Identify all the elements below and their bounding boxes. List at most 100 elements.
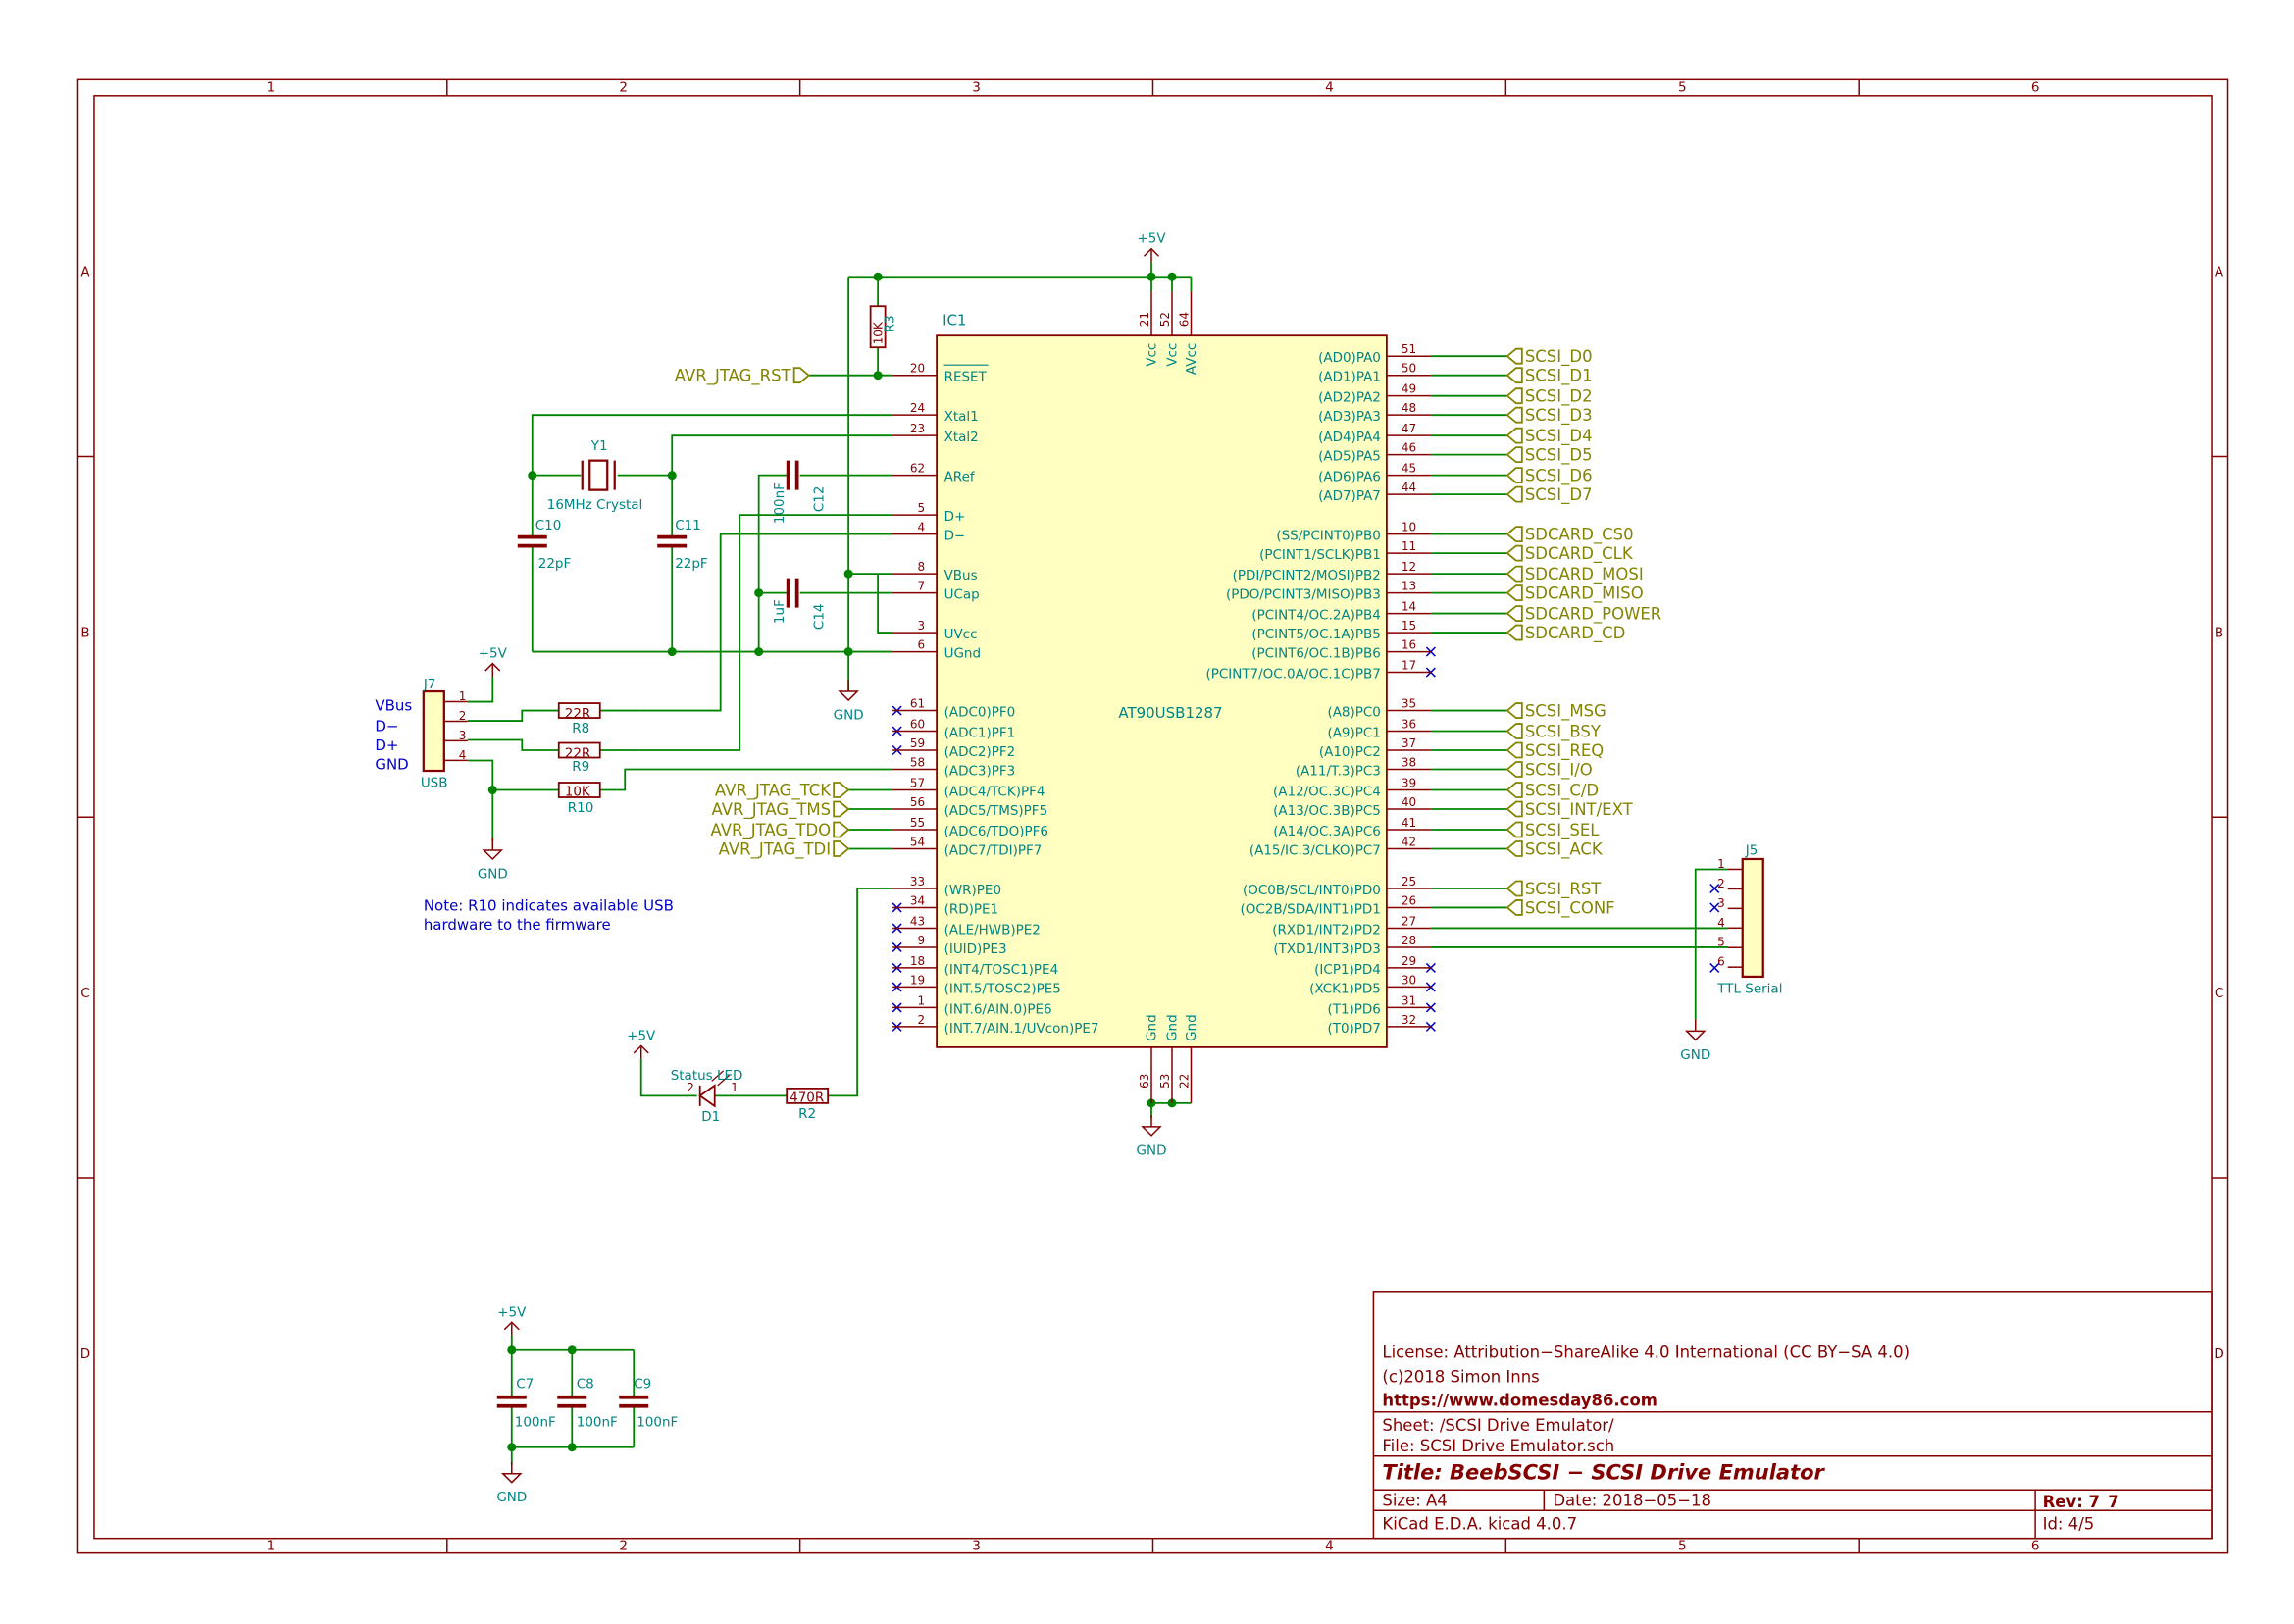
- frame-col-label: 6: [2031, 79, 2040, 95]
- gnd-label: GND: [496, 1490, 527, 1505]
- ic1-pin-number: 42: [1402, 835, 1416, 848]
- ic1-pin-number: 35: [1402, 697, 1416, 711]
- ic1-pin-number: 63: [1138, 1074, 1151, 1089]
- junction-dot: [843, 569, 853, 579]
- no-connect-marker: [1709, 902, 1720, 913]
- ic1-pin-number: 34: [910, 893, 925, 907]
- y1-value: 16MHz Crystal: [547, 497, 643, 513]
- frame-col-label: 3: [972, 1539, 981, 1554]
- global-label-flag: [1505, 624, 1523, 641]
- ic1-pin-number: 58: [910, 756, 925, 770]
- frame-col-label: 4: [1325, 79, 1334, 95]
- global-label-flag: [833, 840, 850, 857]
- j5-pin-number: 1: [1717, 857, 1725, 871]
- ic1-pin-name: RESET: [944, 370, 988, 385]
- global-label-flag: [1505, 406, 1523, 424]
- j7-body: [422, 689, 445, 773]
- c14-value: 1uF: [772, 599, 788, 624]
- ic1-pin-name: UVcc: [944, 627, 978, 642]
- global-label-flag: [1505, 821, 1523, 838]
- ic1-pin-number: 44: [1402, 481, 1416, 494]
- junction-dot: [528, 471, 537, 481]
- ic1-pin-number: 29: [1402, 954, 1416, 968]
- resistor-body: [869, 305, 887, 349]
- note-line-2: hardware to the firmware: [424, 916, 611, 934]
- ic1-pin-number: 9: [917, 934, 925, 947]
- ic1-pin-number: 51: [1402, 342, 1416, 356]
- global-label: SCSI_REQ: [1525, 741, 1604, 761]
- c11-ref: C11: [675, 518, 701, 533]
- frame-row-label: D: [80, 1346, 90, 1362]
- c8-ref: C8: [577, 1377, 594, 1393]
- ic1-pin-name: (AD4)PA4: [1318, 430, 1381, 445]
- global-label: SCSI_D6: [1525, 467, 1593, 486]
- ic1-pin-number: 61: [910, 697, 925, 711]
- ic1-pin-name: Vcc: [1144, 343, 1159, 367]
- ic1-pin-number: 5: [917, 501, 925, 515]
- ic1-pin-number: 28: [1402, 934, 1416, 947]
- gnd-symbol: [500, 1461, 523, 1484]
- c9-ref: C9: [634, 1377, 651, 1393]
- wire: [671, 434, 893, 476]
- junction-dot: [487, 786, 497, 795]
- ic1-pin-name: (INT.7/AIN.1/UVcon)PE7: [944, 1021, 1099, 1037]
- ic1-pin-name: D−: [944, 529, 966, 544]
- ic1-pin-name: (ADC6/TDO)PF6: [944, 824, 1048, 839]
- ic1-pin-name: UGnd: [944, 646, 981, 662]
- ic1-pin-number: 11: [1402, 539, 1416, 553]
- vcc-symbol: [1143, 247, 1160, 263]
- no-connect-marker: [1425, 962, 1436, 973]
- wire: [639, 533, 893, 712]
- r10-value: 10K: [565, 785, 591, 800]
- c11-value: 22pF: [675, 556, 707, 572]
- global-label: SCSI_D4: [1525, 427, 1593, 446]
- ic1-pin-name: (ADC1)PF1: [944, 726, 1016, 741]
- ic1-pin-name: Gnd: [1184, 1014, 1199, 1041]
- wire: [828, 888, 893, 1097]
- global-label-flag: [1505, 584, 1523, 601]
- ic1-pin-number: 32: [1402, 1013, 1416, 1027]
- r3-ref: R3: [883, 315, 898, 332]
- ic1-pin-name: (RXD1/INT2)PD2: [1272, 922, 1381, 938]
- ic1-pin-number: 21: [1138, 312, 1151, 327]
- ic1-pin-name: (A13/OC.3B)PC5: [1273, 803, 1381, 819]
- ic1-pin-number: 40: [1402, 795, 1416, 809]
- ic1-pin-name: UCap: [944, 587, 980, 603]
- frame-col-label: 6: [2031, 1539, 2040, 1554]
- ic1-pin-name: (AD1)PA1: [1318, 370, 1381, 385]
- vcc-label: +5V: [1137, 231, 1166, 247]
- ic1-pin-number: 48: [1402, 401, 1416, 415]
- ic1-pin-name: (A9)PC1: [1327, 726, 1380, 741]
- no-connect-marker: [1425, 1002, 1436, 1013]
- c7-ref: C7: [516, 1377, 534, 1393]
- ic1-pin-number: 37: [1402, 736, 1416, 750]
- capacitor-body: [786, 460, 799, 490]
- ic1-pin-number: 62: [910, 462, 925, 476]
- net-labels: SCSI_D0SCSI_D1SCSI_D2SCSI_D3SCSI_D4SCSI_…: [675, 347, 1661, 918]
- frame-col-label: 1: [267, 1539, 276, 1554]
- global-label-flag: [1505, 800, 1523, 818]
- d1-pin1: 1: [731, 1081, 739, 1094]
- vcc-symbol: [633, 1044, 649, 1059]
- ic1-pin-number: 27: [1402, 914, 1416, 928]
- j7-signal-vbus: VBus: [375, 697, 412, 715]
- global-label-flag: [1505, 723, 1523, 739]
- r3-value: 10K: [872, 321, 886, 344]
- global-label: SCSI_D7: [1525, 485, 1593, 505]
- wire: [467, 738, 559, 751]
- ic1-pin-name: (AD3)PA3: [1318, 409, 1381, 425]
- ic1-pin-name: (XCK1)PD5: [1309, 981, 1381, 996]
- global-label-flag: [1505, 605, 1523, 622]
- ic1-ref: IC1: [943, 312, 966, 330]
- global-label-flag: [833, 800, 850, 818]
- ic1-pin-name: (A11/T.3)PC3: [1296, 764, 1381, 780]
- j5-pin-number: 6: [1717, 955, 1725, 969]
- ic1-pin-name: (INT.5/TOSC2)PE5: [944, 981, 1061, 996]
- led-symbol: [698, 1084, 716, 1108]
- j5-pin-number: 5: [1717, 936, 1725, 949]
- ic1-pin-number: 2: [917, 1013, 925, 1027]
- ic1-pin-number: 47: [1402, 422, 1416, 435]
- frame-row-label: C: [2215, 986, 2223, 1001]
- j5-pin-number: 3: [1717, 896, 1725, 910]
- ic1-pin-name: (PDO/PCINT3/MISO)PB3: [1226, 587, 1381, 603]
